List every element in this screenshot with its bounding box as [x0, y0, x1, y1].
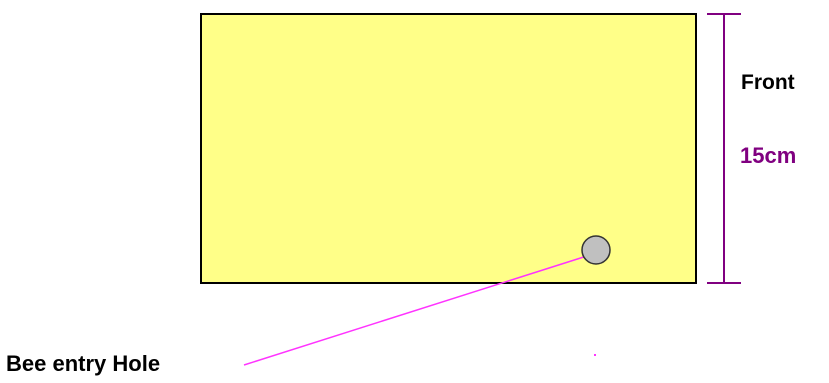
- box-front-face: [200, 13, 697, 284]
- entry-hole-label: Bee entry Hole: [6, 351, 161, 376]
- dimension-label: 15cm: [740, 143, 797, 168]
- stray-mark: [594, 354, 596, 356]
- entry-hole-leader-line: [243, 254, 591, 366]
- bee-entry-hole: [581, 235, 611, 265]
- front-label: Front: [741, 71, 795, 94]
